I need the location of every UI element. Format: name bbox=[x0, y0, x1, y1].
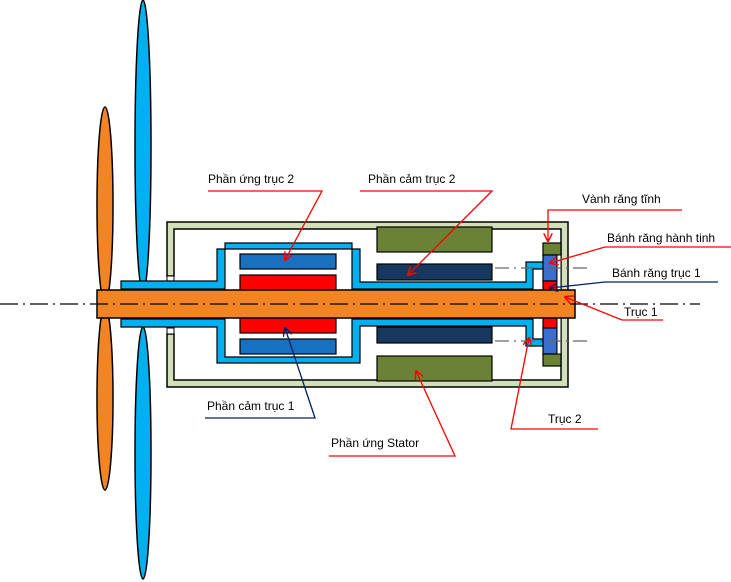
label-ring-gear-text: Vành răng tĩnh bbox=[582, 192, 661, 206]
armature-shaft2-top bbox=[239, 253, 337, 270]
propeller-front-blade-top bbox=[96, 106, 114, 304]
label-field-shaft1-text: Phần cảm trục 1 bbox=[207, 399, 295, 413]
label-planet-gear-text: Bánh răng hành tinh bbox=[607, 231, 715, 245]
label-field-shaft1: Phần cảm trục 1 bbox=[205, 328, 316, 419]
field-shaft1-top bbox=[239, 274, 337, 291]
label-stator-armature-text: Phần ứng Stator bbox=[331, 436, 419, 450]
sun-gear-bottom bbox=[542, 317, 558, 329]
label-field-shaft2: Phần cảm trục 2 bbox=[360, 172, 494, 275]
label-field-shaft2-text: Phần cảm trục 2 bbox=[368, 172, 456, 186]
field-shaft2-bottom bbox=[376, 326, 493, 344]
label-sun-gear-shaft1: Bánh răng trục 1 bbox=[550, 266, 718, 288]
ring-gear-bottom bbox=[542, 353, 562, 367]
armature-shaft2-bottom bbox=[239, 338, 337, 355]
label-sun-gear-shaft1-text: Bánh răng trục 1 bbox=[612, 266, 701, 280]
label-armature-shaft2-text: Phần ứng trục 2 bbox=[208, 172, 294, 186]
label-shaft1-text: Trục 1 bbox=[624, 305, 658, 319]
field-shaft2-top bbox=[376, 263, 493, 281]
label-stator-armature: Phần ứng Stator bbox=[329, 371, 457, 457]
label-shaft2: Trục 2 bbox=[510, 338, 598, 430]
label-ring-gear: Vành răng tĩnh bbox=[548, 192, 682, 241]
propeller-rear-blade-bottom bbox=[134, 326, 152, 580]
housing bbox=[166, 221, 569, 388]
label-shaft2-text: Trục 2 bbox=[548, 412, 582, 426]
field-shaft1-bottom bbox=[239, 317, 337, 334]
stator-armature-bottom bbox=[376, 355, 493, 382]
ring-gear-top bbox=[542, 242, 562, 256]
label-planet-gear: Bánh răng hành tinh bbox=[550, 231, 731, 263]
label-armature-shaft2: Phần ứng trục 2 bbox=[208, 172, 324, 260]
propeller-rear-blade-top bbox=[134, 0, 152, 293]
propeller-front-blade-bottom bbox=[96, 305, 114, 491]
label-shaft1: Trục 1 bbox=[565, 297, 663, 321]
